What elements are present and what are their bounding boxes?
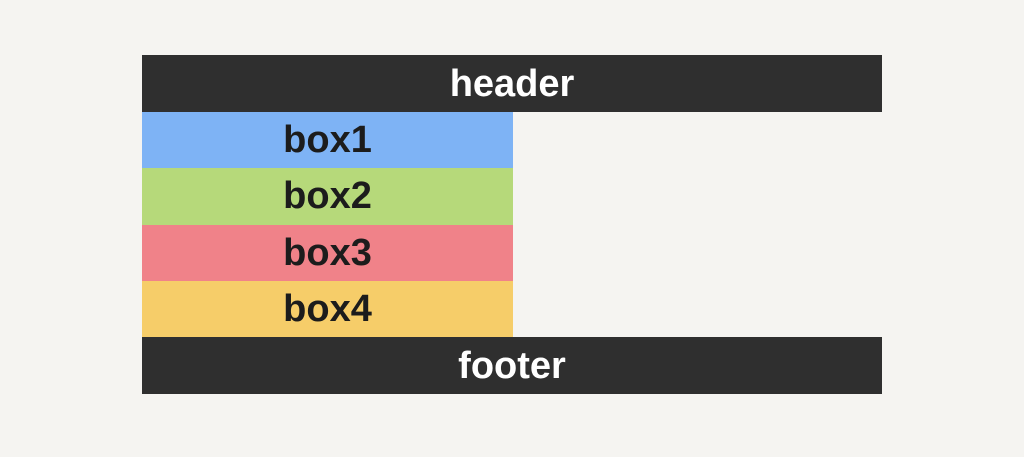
- content-area: box1 box2 box3 box4: [142, 112, 882, 337]
- box-4-label: box4: [283, 287, 372, 330]
- box-3-label: box3: [283, 231, 372, 274]
- footer-label: footer: [458, 344, 566, 387]
- box-3: box3: [142, 224, 513, 281]
- box-4: box4: [142, 280, 513, 337]
- footer-bar: footer: [142, 337, 882, 394]
- header-label: header: [449, 62, 575, 105]
- box-2: box2: [142, 168, 513, 225]
- box-2-label: box2: [283, 175, 372, 218]
- header-bar: header: [142, 55, 882, 112]
- layout-diagram: header box1 box2 box3 box4 footer: [142, 55, 882, 394]
- box-1: box1: [142, 112, 513, 169]
- box-1-label: box1: [283, 119, 372, 162]
